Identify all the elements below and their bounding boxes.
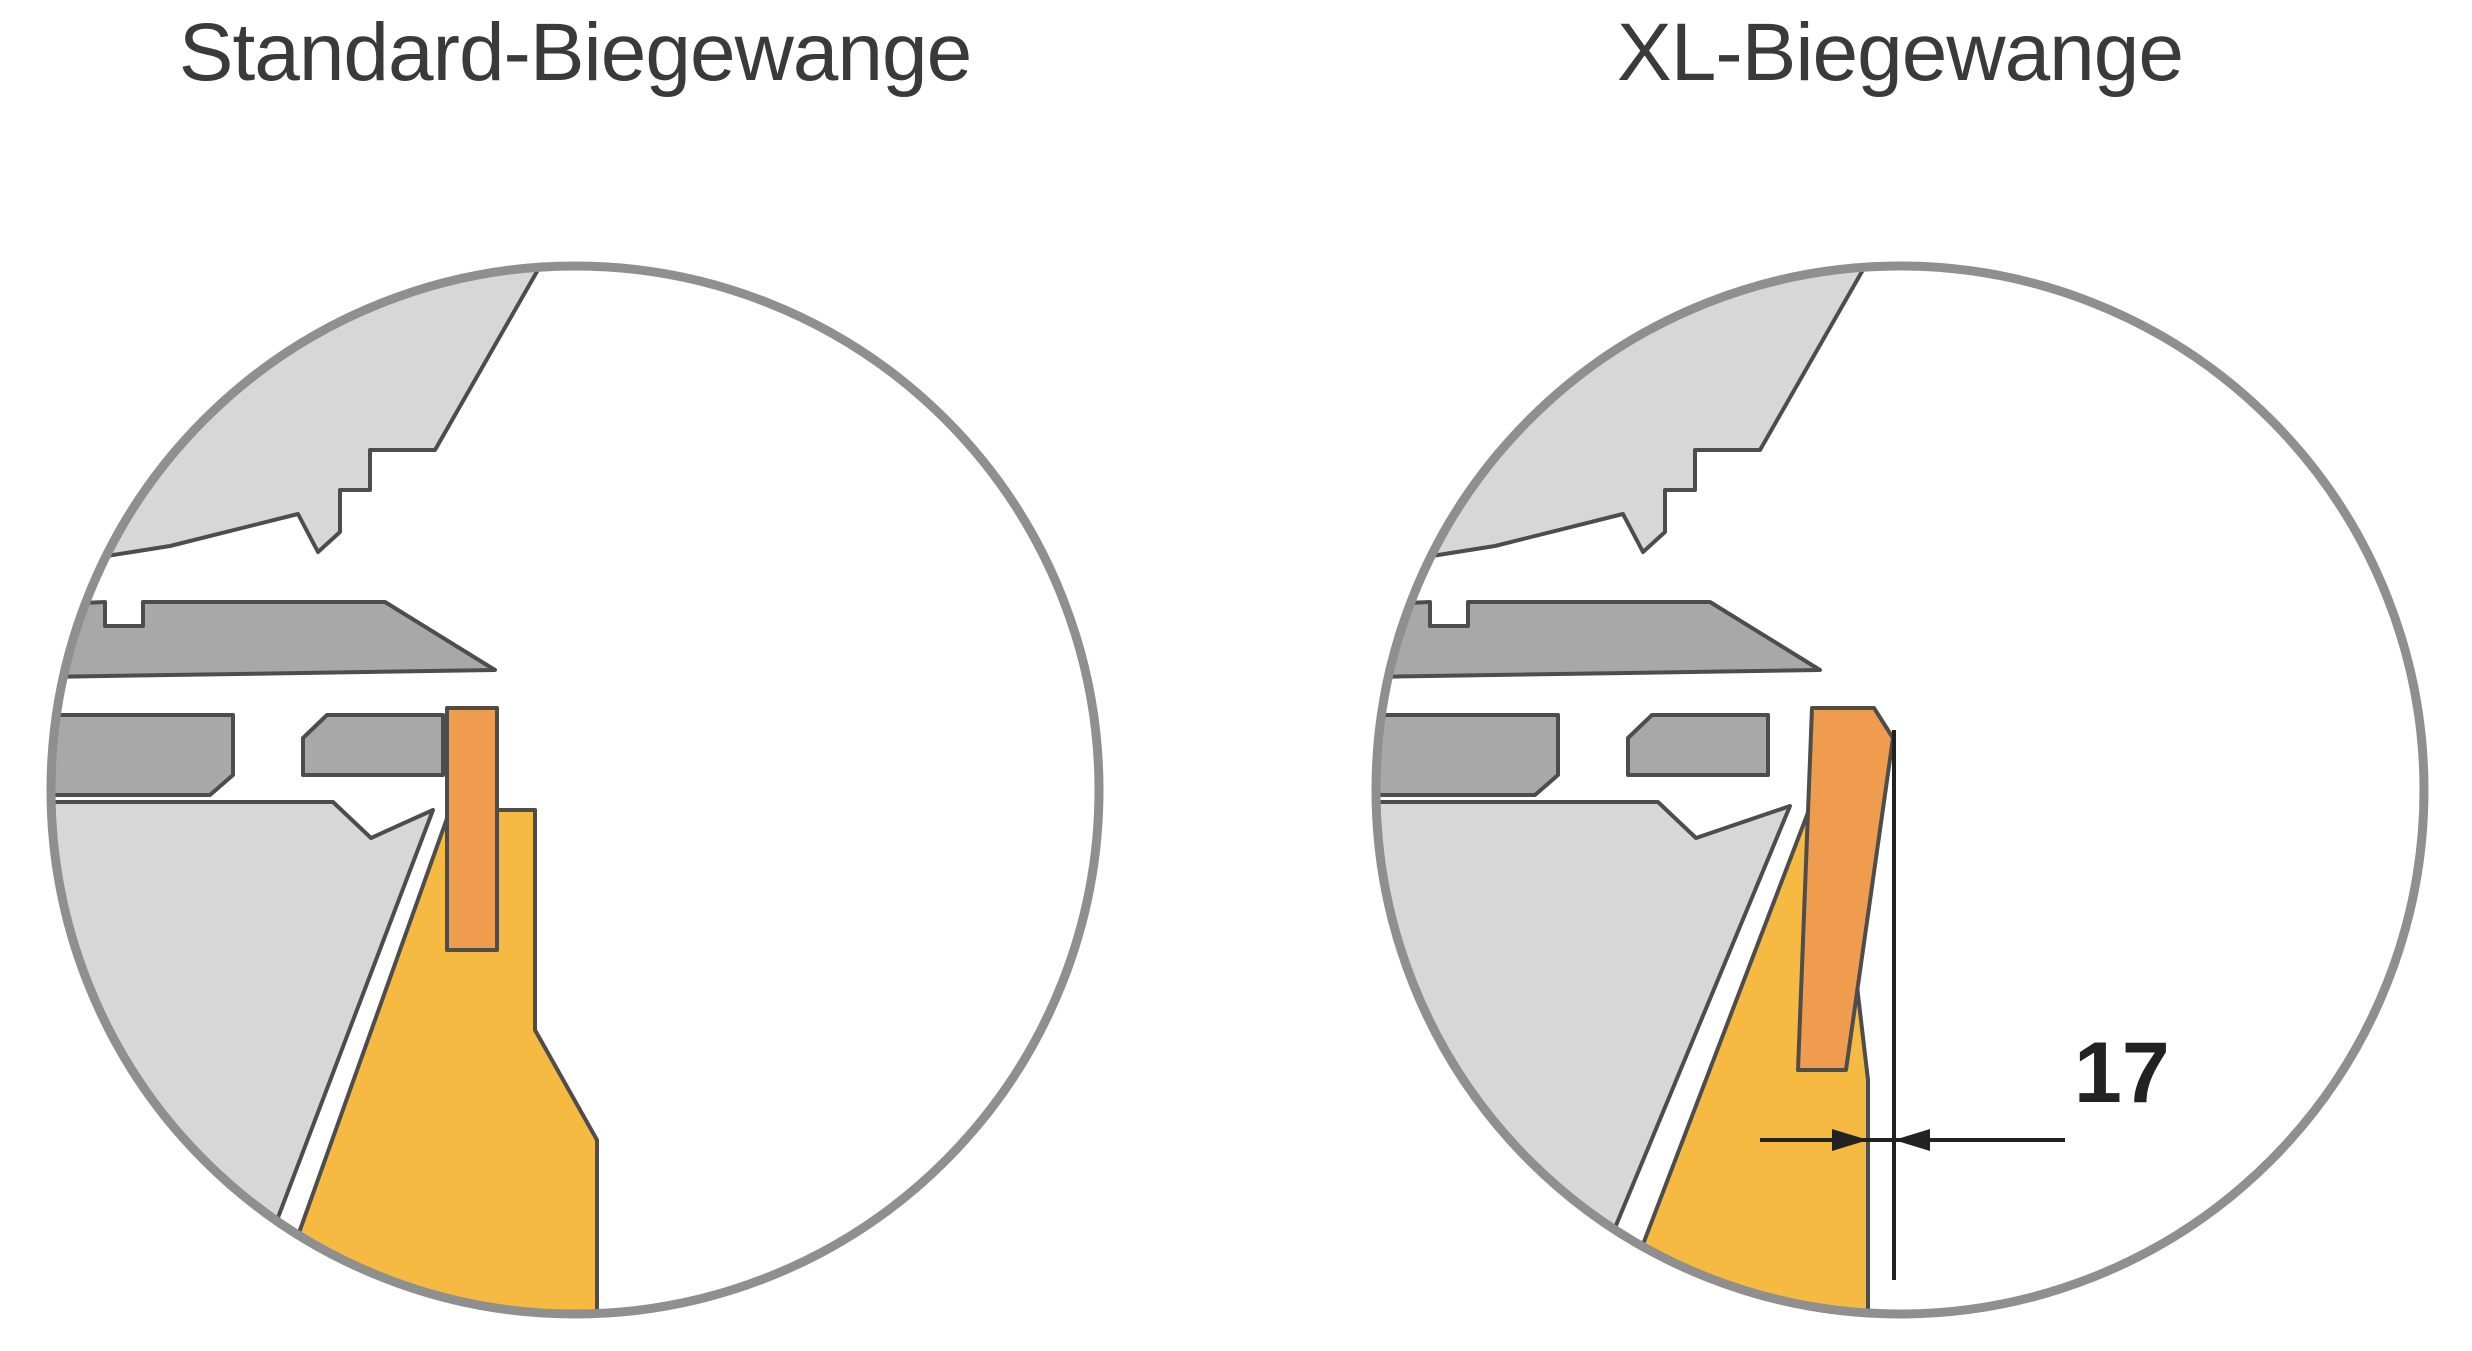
xl-biegewange-diagram: 17 [1371,261,2429,1319]
bending-cheek-shape [248,808,599,1314]
detail-circle-border [1371,261,2429,1319]
lower-beam-left-shape [51,713,235,797]
lower-beam-right-shape [1626,713,1770,777]
panel-title-xl: XL-Biegewange [1617,7,2184,98]
dimension-arrow-right [1894,1129,1930,1151]
dimension-arrow-left [1832,1129,1868,1151]
dimension-label: 17 [2074,1025,2170,1121]
bending-rail-shape [445,706,499,952]
clamping-tool-shape [51,600,497,680]
bending-rail-xl-shape [1796,706,1895,1072]
panel-title-standard: Standard-Biegewange [178,7,972,98]
lower-beam-left-shape [1376,713,1560,797]
detail-circle-border [46,261,1104,1319]
lower-beam-right-shape [301,713,445,777]
clamping-tool-shape [1376,600,1822,680]
standard-biegewange-diagram [46,261,1104,1319]
